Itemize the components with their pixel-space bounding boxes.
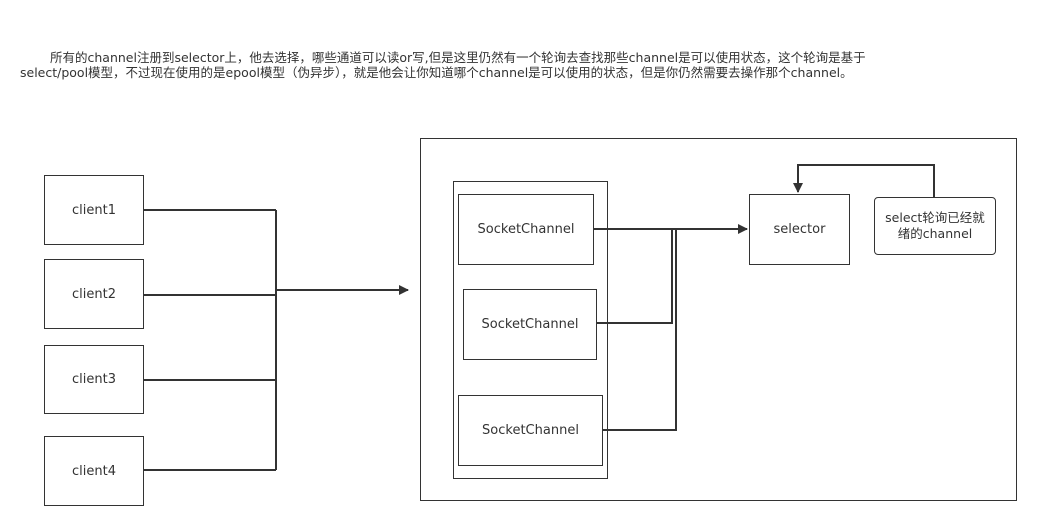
client3-box: client3 [44, 345, 144, 414]
select-polling-note: select轮询已经就绪的channel [874, 197, 996, 255]
client4-box: client4 [44, 436, 144, 506]
description-text: 所有的channel注册到selector上，他去选择，哪些通道可以读or写,但… [20, 50, 1020, 80]
description-line-1: 所有的channel注册到selector上，他去选择，哪些通道可以读or写,但… [50, 50, 866, 65]
server-frame [420, 138, 1017, 501]
description-line-2: select/pool模型，不过现在使用的是epool模型（伪异步），就是他会让… [20, 65, 853, 80]
note-to-selector-arrow [793, 164, 935, 197]
socket-channel-3: SocketChannel [458, 395, 603, 466]
channel3-connector [603, 229, 677, 431]
channel2-connector [597, 229, 673, 324]
client1-box: client1 [44, 175, 144, 245]
channel-group-frame [453, 181, 608, 479]
client2-box: client2 [44, 259, 144, 329]
socket-channel-2: SocketChannel [463, 289, 597, 360]
selector-box: selector [749, 194, 850, 265]
socket-channel-1: SocketChannel [458, 194, 594, 265]
